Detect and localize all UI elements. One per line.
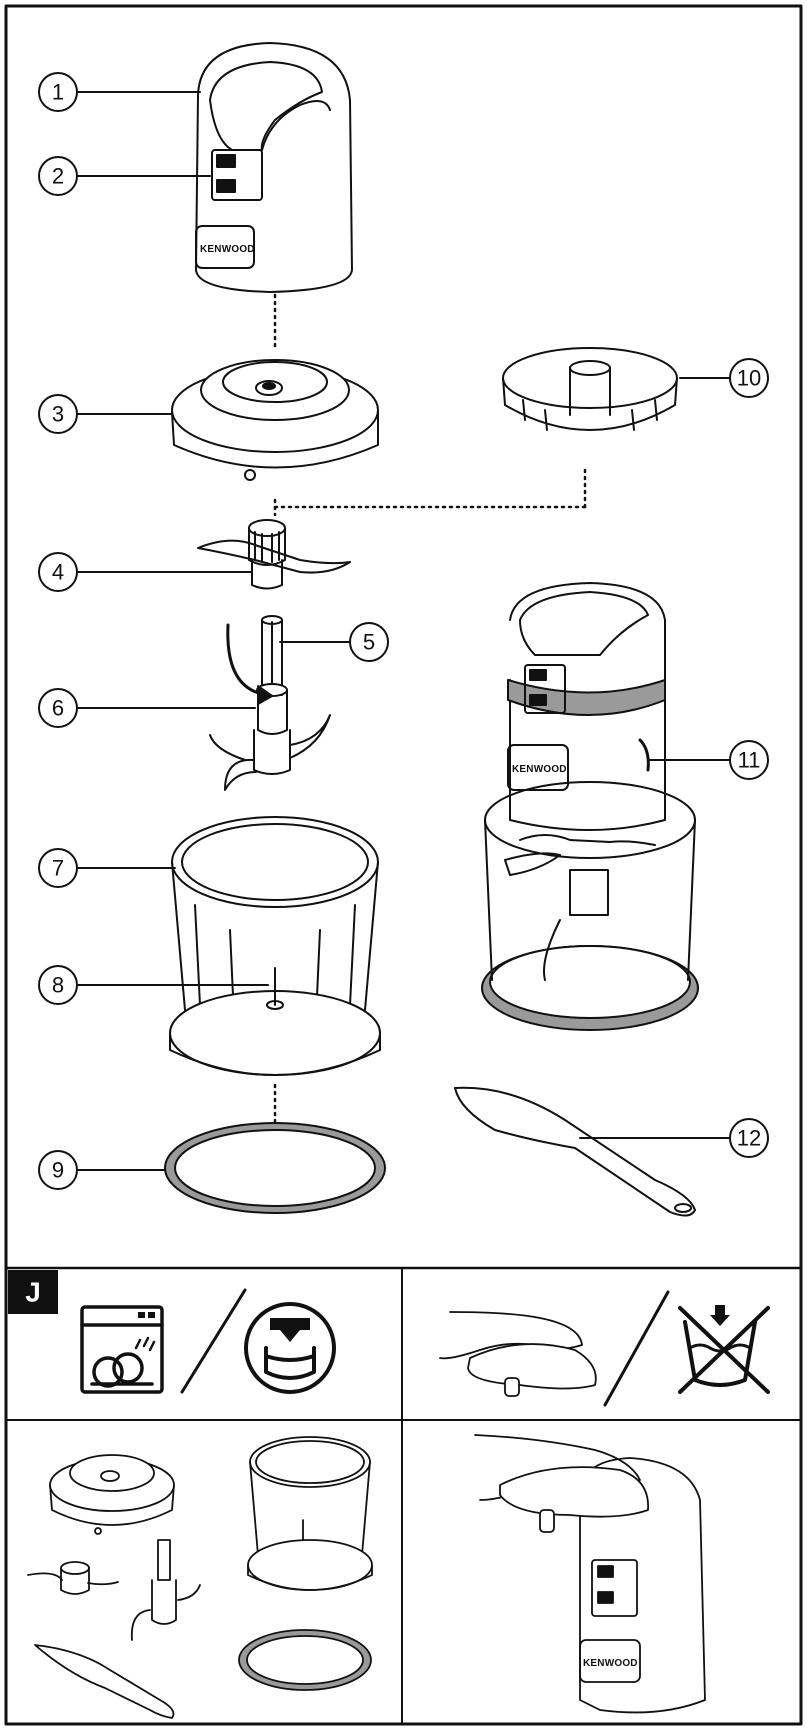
svg-text:8: 8 xyxy=(52,973,64,998)
svg-text:1: 1 xyxy=(52,80,64,105)
svg-text:7: 7 xyxy=(52,856,64,881)
speed-mark-2: 2 xyxy=(221,182,227,193)
svg-text:11: 11 xyxy=(738,748,761,773)
brand-logo: KENWOOD xyxy=(200,244,255,255)
lid-assembly xyxy=(171,359,379,481)
rotate-arrow-head xyxy=(257,685,273,705)
section-j-badge: J xyxy=(8,1270,58,1314)
callout-10: 10 xyxy=(729,358,769,398)
speed-mark-1: 1 xyxy=(221,157,227,168)
motor-unit: 1 2 KENWOOD xyxy=(195,42,353,293)
no-immerse-icon xyxy=(678,1305,770,1394)
assembled-chopper: KENWOOD xyxy=(481,582,699,1031)
wipe-brand-logo: KENWOOD xyxy=(583,1658,638,1669)
svg-text:2: 2 xyxy=(52,164,64,189)
upper-blade xyxy=(197,519,351,590)
top-rack-dishwasher-icon xyxy=(244,1302,336,1394)
svg-text:J: J xyxy=(25,1277,41,1308)
wipe-hand-icon xyxy=(439,1311,597,1397)
callout-7: 7 xyxy=(38,848,78,888)
callout-8: 8 xyxy=(38,965,78,1005)
callout-3: 3 xyxy=(38,394,78,434)
non-slip-base-ring xyxy=(164,1122,386,1214)
callout-leaders xyxy=(77,91,731,1171)
slash-divider-2 xyxy=(603,1290,670,1407)
svg-text:12: 12 xyxy=(737,1126,761,1151)
slash-divider xyxy=(180,1288,247,1394)
callout-12: 12 xyxy=(729,1118,769,1158)
bowl xyxy=(169,816,381,1076)
callout-5: 5 xyxy=(349,622,389,662)
wipe-motor-unit: KENWOOD xyxy=(474,1434,706,1714)
spatula xyxy=(454,1086,696,1217)
callout-11: 11 xyxy=(729,740,769,780)
assembled-brand-logo: KENWOOD xyxy=(512,764,567,775)
washable-parts-group xyxy=(27,1436,373,1719)
dishwasher-icon xyxy=(80,1305,164,1394)
page-frame xyxy=(4,4,803,1726)
callout-6: 6 xyxy=(38,688,78,728)
svg-text:9: 9 xyxy=(52,1158,64,1183)
svg-text:4: 4 xyxy=(52,560,64,585)
svg-text:6: 6 xyxy=(52,696,64,721)
callout-4: 4 xyxy=(38,552,78,592)
lower-blade-shaft xyxy=(209,615,331,791)
storage-lid xyxy=(502,347,678,431)
svg-text:5: 5 xyxy=(363,630,375,655)
callout-2: 2 xyxy=(38,156,78,196)
svg-text:10: 10 xyxy=(737,366,761,391)
svg-text:3: 3 xyxy=(52,402,64,427)
callout-1: 1 xyxy=(38,72,78,112)
callout-9: 9 xyxy=(38,1150,78,1190)
